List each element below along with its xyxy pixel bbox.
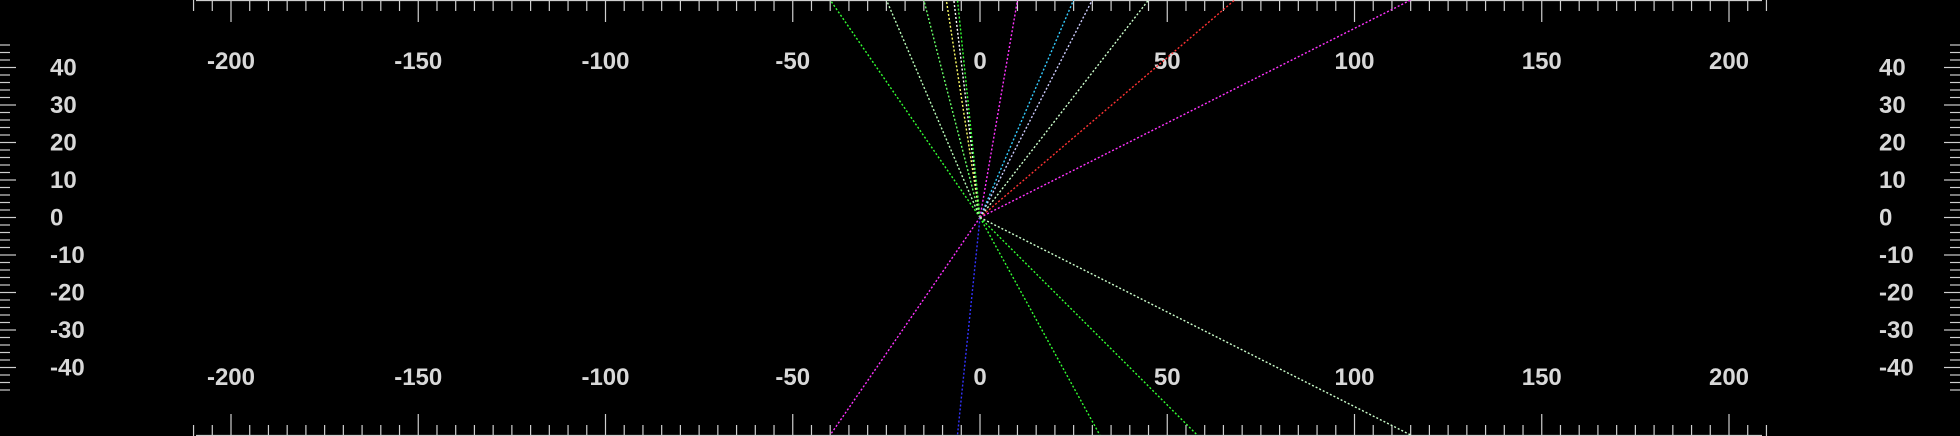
y-tick-label: -10: [50, 242, 85, 269]
y-tick-label: 30: [50, 92, 77, 119]
x-tick-label: 0: [973, 48, 986, 75]
series-line: [923, 0, 981, 218]
y-tick-label: 10: [1879, 167, 1906, 194]
series-line: [979, 0, 1019, 218]
y-tick-label: -20: [50, 280, 85, 307]
series-line: [956, 0, 981, 218]
y-tick-label: 0: [50, 205, 63, 232]
series-line: [829, 0, 981, 218]
y-tick-label: -30: [1879, 317, 1914, 344]
x-tick-label: 150: [1522, 364, 1562, 391]
x-tick-label: 0: [973, 364, 986, 391]
series-line: [979, 0, 1412, 219]
series-line: [956, 217, 981, 436]
y-tick-labels-right: 40 30 20 10 0 -10 -20 -30 -40: [1879, 55, 1914, 382]
series-line: [979, 0, 1075, 218]
x-tick-label: 200: [1709, 364, 1749, 391]
series-line: [829, 217, 981, 436]
x-tick-label: -150: [394, 364, 442, 391]
y-tick-label: 40: [50, 55, 77, 82]
series-line: [945, 0, 981, 218]
y-tick-labels-left: 40 30 20 10 0 -10 -20 -30 -40: [50, 55, 85, 382]
x-tick-label: 50: [1154, 364, 1181, 391]
y-tick-label: -40: [1879, 355, 1914, 382]
series-line: [979, 217, 1101, 436]
y-ruler-right: [1944, 44, 1960, 391]
series-lines: [829, 0, 1412, 436]
x-tick-label: -150: [394, 48, 442, 75]
x-tick-label: -50: [775, 48, 810, 75]
x-tick-label: 100: [1334, 48, 1374, 75]
y-tick-label: 0: [1879, 205, 1892, 232]
y-ruler-left: [0, 44, 16, 391]
y-tick-label: 40: [1879, 55, 1906, 82]
x-tick-label: 200: [1709, 48, 1749, 75]
y-tick-label: 20: [50, 130, 77, 157]
series-line: [979, 0, 1093, 218]
y-tick-label: 20: [1879, 130, 1906, 157]
y-tick-label: -30: [50, 317, 85, 344]
series-line: [979, 217, 1198, 436]
x-tick-label: 150: [1522, 48, 1562, 75]
x-tick-label: -50: [775, 364, 810, 391]
x-tick-label: -200: [207, 48, 255, 75]
x-tick-label: -100: [581, 364, 629, 391]
series-line: [979, 0, 1150, 218]
y-tick-label: -10: [1879, 242, 1914, 269]
x-tick-label: 100: [1334, 364, 1374, 391]
series-line: [979, 216, 1412, 436]
y-tick-label: -40: [50, 355, 85, 382]
x-tick-label: -200: [207, 364, 255, 391]
x-tick-labels-top: -200 -150 -100 -50 0 50 100 150 200: [207, 48, 1749, 75]
x-tick-label: 50: [1154, 48, 1181, 75]
series-line: [885, 0, 981, 218]
x-tick-label: -100: [581, 48, 629, 75]
y-tick-label: -20: [1879, 280, 1914, 307]
y-tick-label: 10: [50, 167, 77, 194]
y-tick-label: 30: [1879, 92, 1906, 119]
x-ruler-top: [192, 0, 1768, 22]
x-tick-labels-bottom: -200 -150 -100 -50 0 50 100 150 200: [207, 364, 1749, 391]
